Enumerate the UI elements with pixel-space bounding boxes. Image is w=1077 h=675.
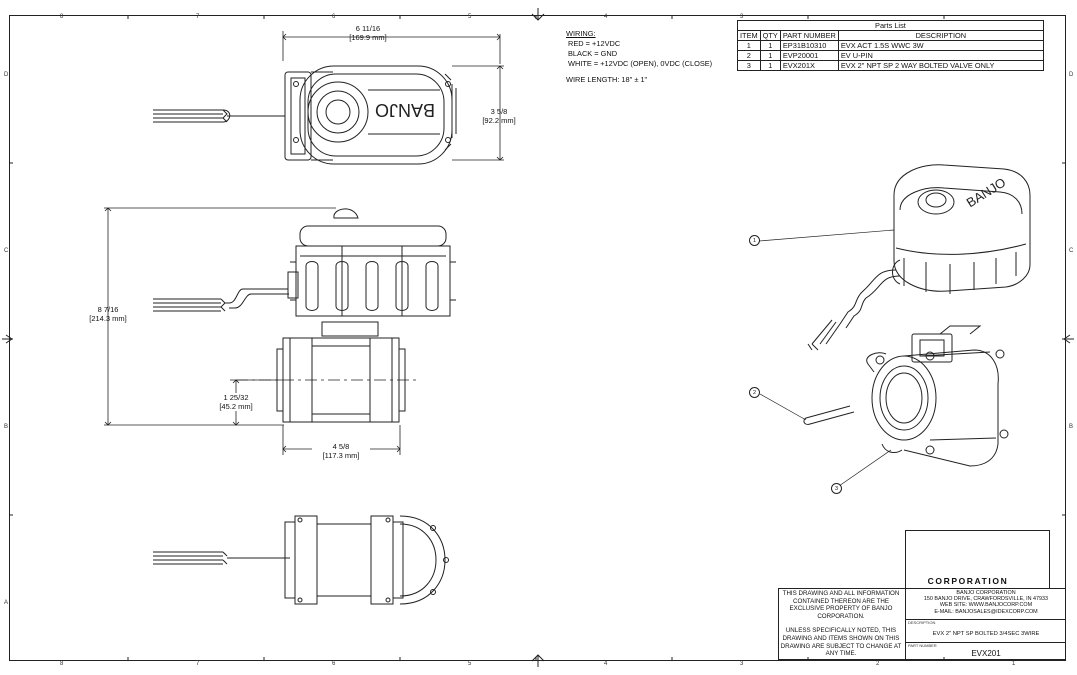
column-header: DESCRIPTION: [837, 30, 1044, 41]
zone-label: C: [1069, 248, 1074, 254]
wiring-line: BLACK = GND: [568, 49, 618, 58]
zone-label: 7: [196, 661, 200, 667]
company-address: 150 BANJO DRIVE, CRAWFORDSVILLE, IN 4793…: [923, 596, 1049, 603]
zone-label: 2: [876, 661, 880, 667]
logo-subtitle: CORPORATION: [927, 576, 1009, 586]
parts-list-table: Parts List ITEM QTY PART NUMBER DESCRIPT…: [737, 20, 1044, 71]
dimension-metric: [92.2 mm]: [482, 116, 516, 125]
zone-label: D: [4, 72, 9, 78]
zone-label: 8: [60, 14, 64, 20]
item-cell: 1: [737, 40, 761, 51]
qty-cell: 1: [759, 40, 781, 51]
description-cell: EV U-PIN: [837, 50, 1044, 61]
item-cell: 3: [737, 60, 761, 71]
dimension-center-height: 1 25/32 [45.2 mm]: [208, 393, 264, 411]
title-block: [778, 588, 1066, 660]
zone-label: 7: [196, 14, 200, 20]
table-row: 2 1 EVP20001 EV U-PIN: [737, 50, 1044, 61]
svg-text:BANJO: BANJO: [375, 100, 435, 120]
part-number-label: PART NUMBER: [908, 643, 937, 648]
wiring-line: WHITE = +12VDC (OPEN), 0VDC (CLOSE): [568, 59, 713, 68]
zone-label: 3: [740, 661, 744, 667]
dimension-height-top: 3 5/8 [92.2 mm]: [477, 107, 521, 125]
dimension-metric: [169.9 mm]: [349, 33, 387, 42]
zone-label: 5: [468, 661, 472, 667]
zone-label: A: [4, 600, 9, 606]
zone-label: D: [1069, 72, 1074, 78]
part-number-cell: EVX201X: [779, 60, 839, 71]
zone-label: 8: [60, 661, 64, 667]
zone-label: 6: [332, 14, 336, 20]
zone-label: 3: [740, 14, 744, 20]
item-balloon-1: 1: [749, 235, 760, 246]
dimension-value: 4 5/8: [332, 442, 350, 451]
wiring-heading: WIRING:: [566, 29, 596, 38]
company-website: WEB SITE: WWW.BANJOCORP.COM: [939, 602, 1033, 609]
dimension-value: 8 7/16: [97, 305, 119, 314]
dimension-metric: [214.3 mm]: [89, 314, 127, 323]
dimension-width-top: 6 11/16 [169.9 mm]: [338, 24, 398, 42]
zone-label: 6: [332, 661, 336, 667]
description-cell: EVX ACT 1.5S WWC 3W: [837, 40, 1044, 51]
item-balloon-2: 2: [749, 387, 760, 398]
drawing-description: EVX 2" NPT SP BOLTED 3/4SEC 3WIRE: [932, 631, 1040, 637]
drawing-part-number: EVX201: [971, 649, 1001, 658]
dimension-metric: [45.2 mm]: [219, 402, 253, 411]
company-name: BANJO CORPORATION: [956, 590, 1016, 596]
wiring-line: RED = +12VDC: [568, 39, 621, 48]
wire-length-note: WIRE LENGTH: 18" ± 1": [566, 75, 648, 84]
title-block-info: BANJO CORPORATION 150 BANJO DRIVE, CRAWF…: [905, 588, 1066, 660]
dimension-overall-height: 8 7/16 [214.3 mm]: [80, 305, 136, 323]
dimension-value: 3 5/8: [490, 107, 508, 116]
zone-label: C: [4, 248, 9, 254]
part-number-cell: EP31B10310: [779, 40, 839, 51]
notice-text: THIS DRAWING AND ALL INFORMATION CONTAIN…: [778, 590, 904, 658]
column-header: QTY: [759, 30, 781, 41]
dimension-value: 1 25/32: [223, 393, 249, 402]
item-cell: 2: [737, 50, 761, 61]
part-number-cell: EVP20001: [779, 50, 839, 61]
table-row: 3 1 EVX201X EVX 2" NPT SP 2 WAY BOLTED V…: [737, 60, 1044, 71]
zone-label: B: [4, 424, 9, 430]
dimension-metric: [117.3 mm]: [322, 451, 360, 460]
parts-list-caption: Parts List: [737, 20, 1044, 31]
qty-cell: 1: [759, 60, 781, 71]
description-cell: EVX 2" NPT SP 2 WAY BOLTED VALVE ONLY: [837, 60, 1044, 71]
company-email: E-MAIL: BANJOSALES@IDEXCORP.COM: [934, 608, 1038, 615]
item-balloon-3: 3: [831, 483, 842, 494]
zone-label: 5: [468, 14, 472, 20]
column-header: ITEM: [737, 30, 761, 41]
description-label: DESCRIPTION: [908, 620, 936, 625]
table-row: 1 1 EP31B10310 EVX ACT 1.5S WWC 3W: [737, 40, 1044, 51]
change-notice: UNLESS SPECIFICALLY NOTED, THIS DRAWING …: [780, 627, 902, 658]
qty-cell: 1: [759, 50, 781, 61]
zone-label: 1: [1012, 661, 1016, 667]
ownership-notice: THIS DRAWING AND ALL INFORMATION CONTAIN…: [782, 590, 900, 620]
zone-label: 4: [604, 661, 608, 667]
logo-panel: [905, 530, 1050, 588]
zone-label: 4: [604, 14, 608, 20]
dimension-body-width: 4 5/8 [117.3 mm]: [312, 442, 370, 460]
column-header: PART NUMBER: [779, 30, 839, 41]
wiring-notes: WIRING: RED = +12VDC BLACK = GND WHITE =…: [566, 29, 712, 85]
zone-label: B: [1069, 424, 1074, 430]
dimension-value: 6 11/16: [355, 24, 381, 33]
